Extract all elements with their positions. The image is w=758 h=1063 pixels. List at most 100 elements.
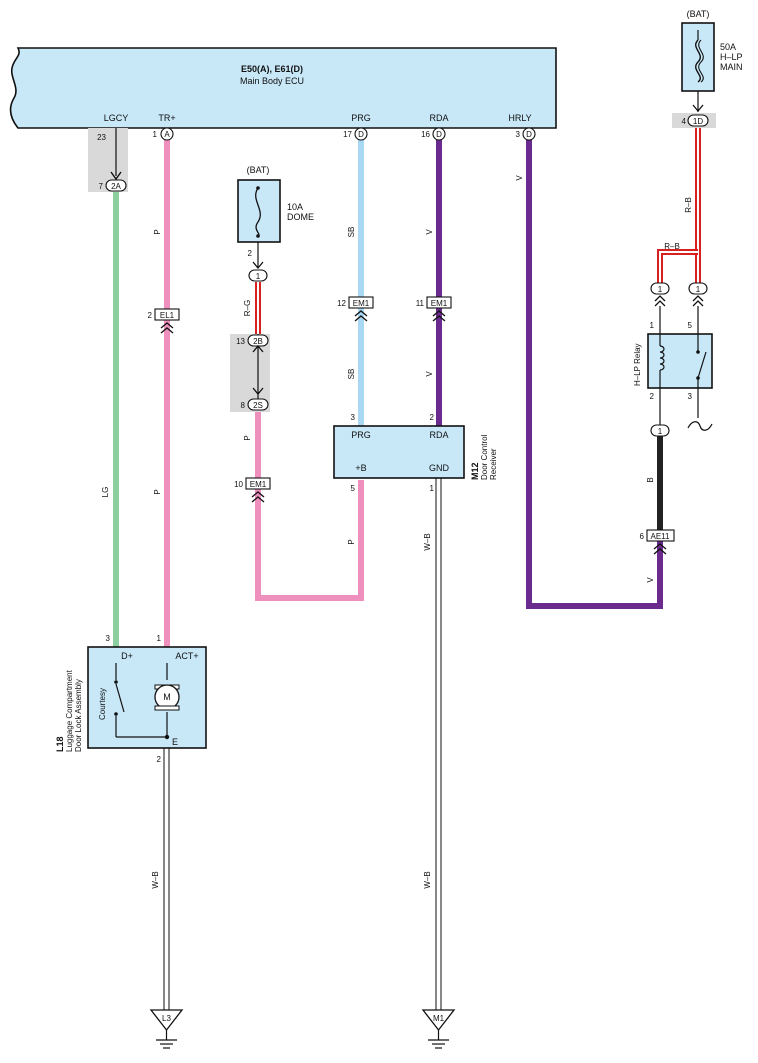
label-wire-p-3: P — [243, 435, 252, 440]
ground-l3-label: L3 — [162, 1014, 171, 1023]
relay-in-connectors: 1 1 — [650, 282, 708, 334]
fuse-main-symbol — [695, 30, 704, 83]
courtesy-switch — [114, 663, 167, 738]
svg-text:EM1: EM1 — [250, 480, 267, 489]
conn-2s — [247, 398, 269, 411]
ecu-conn-d-hrly — [522, 127, 536, 141]
courtesy-label: Courtesy — [98, 688, 107, 720]
ecu-pin-rda: RDA — [429, 113, 448, 123]
label-wire-b: B — [646, 477, 655, 482]
door-control-receiver — [333, 425, 465, 479]
conn-1d — [687, 114, 709, 127]
relay-name: H–LP Relay — [633, 343, 642, 386]
ground-m1-label: M1 — [433, 1014, 445, 1023]
main-body-ecu — [9, 47, 557, 129]
label-wire-lg: LG — [101, 487, 110, 498]
fuse-main-name1: H–LP — [720, 52, 743, 62]
svg-text:1: 1 — [696, 285, 701, 294]
ecu-conn-a — [160, 127, 174, 141]
fuse-main-rating: 50A — [720, 42, 736, 52]
fuse-dome-name: DOME — [287, 212, 314, 222]
wire-v-hrly — [526, 140, 663, 609]
m12-term-b: +B — [355, 463, 366, 473]
conn-2a — [105, 179, 127, 192]
label-wire-p-1: P — [153, 229, 162, 234]
svg-text:1: 1 — [157, 634, 162, 643]
ecu-pinnum-lgcy: 23 — [97, 133, 106, 142]
label-wire-sb-1: SB — [347, 227, 356, 238]
svg-text:2: 2 — [157, 755, 162, 764]
ecu-conn-d-prg — [354, 127, 368, 141]
m12-term-prg: PRG — [351, 430, 371, 440]
conn-el1: 2 EL1 — [148, 308, 180, 334]
svg-text:A: A — [164, 130, 170, 139]
door-lock-assembly — [87, 646, 207, 749]
fuse-dome-rating: 10A — [287, 202, 303, 212]
ecu-pinnum-hrly: 3 — [516, 130, 521, 139]
ecu-pin-tr: TR+ — [158, 113, 175, 123]
conn-em1-11: 11 EM1 — [416, 296, 452, 322]
label-wire-sb-2: SB — [347, 369, 356, 380]
svg-text:2: 2 — [148, 311, 153, 320]
label-wire-wb-3: W–B — [151, 871, 160, 888]
m12-name2: Receiver — [489, 448, 498, 480]
svg-text:10: 10 — [234, 480, 243, 489]
relay-coil-icon — [659, 334, 665, 388]
label-wire-p-4: P — [347, 539, 356, 544]
svg-text:1: 1 — [256, 272, 261, 281]
conn-2a-code: 2A — [111, 182, 121, 191]
l18-name2: Door Lock Assembly — [74, 679, 83, 752]
label-wire-v-4: V — [646, 577, 655, 583]
svg-text:AE11: AE11 — [651, 532, 671, 541]
conn-em1-10: 10 EM1 — [234, 477, 271, 503]
svg-text:EL1: EL1 — [160, 311, 175, 320]
main-fuse-source: (BAT) — [687, 9, 710, 19]
svg-text:11: 11 — [416, 299, 425, 308]
m12-term-rda: RDA — [429, 430, 448, 440]
arrow-lgcy — [110, 171, 122, 181]
wire-rb-branch-stripe — [659, 251, 698, 283]
ecu-pinnum-tr: 1 — [153, 130, 158, 139]
m12-term-gnd: GND — [429, 463, 450, 473]
svg-text:2: 2 — [248, 249, 253, 258]
conn-relay-out — [650, 424, 670, 437]
svg-text:1: 1 — [658, 285, 663, 294]
ground-m1-icon — [421, 1009, 456, 1049]
svg-text:1: 1 — [658, 427, 663, 436]
ecu-pin-hrly: HRLY — [508, 113, 531, 123]
svg-text:2B: 2B — [253, 337, 263, 346]
l18-id: L18 — [55, 736, 65, 752]
label-wire-rb-1: R–B — [684, 197, 693, 213]
motor-icon — [154, 663, 180, 740]
svg-text:6: 6 — [640, 532, 645, 541]
svg-text:5: 5 — [351, 484, 356, 493]
svg-text:2: 2 — [430, 413, 435, 422]
svg-text:D: D — [358, 130, 364, 139]
m12-name1: Door Control — [480, 434, 489, 480]
conn-em1-12: 12 EM1 — [337, 296, 374, 322]
motor-label: M — [163, 692, 171, 702]
svg-text:12: 12 — [337, 299, 346, 308]
svg-text:1D: 1D — [693, 117, 703, 126]
svg-text:2S: 2S — [253, 401, 263, 410]
wire-rb-branch — [657, 249, 698, 283]
hlp-relay — [647, 333, 713, 389]
fuse-dome — [237, 179, 281, 243]
conn-dome-1 — [248, 269, 268, 282]
label-wire-v-2: V — [425, 371, 434, 377]
svg-text:EM1: EM1 — [431, 299, 448, 308]
ecu-pin-lgcy: LGCY — [104, 113, 129, 123]
fuse-dome-symbol — [255, 187, 261, 237]
ecu-title: E50(A), E61(D) — [241, 64, 303, 74]
lock-term-e: E — [172, 737, 178, 747]
ecu-pin-prg: PRG — [351, 113, 371, 123]
ecu-subtitle: Main Body ECU — [240, 76, 304, 86]
label-wire-rg: R–G — [243, 300, 252, 316]
relay-switch-icon — [696, 334, 707, 388]
svg-text:13: 13 — [236, 337, 245, 346]
svg-text:2: 2 — [650, 392, 655, 401]
ground-l3-icon — [149, 1009, 184, 1049]
conn-ae11: 6 AE11 — [640, 529, 675, 555]
svg-text:3: 3 — [106, 634, 111, 643]
label-wire-v-1: V — [425, 229, 434, 235]
